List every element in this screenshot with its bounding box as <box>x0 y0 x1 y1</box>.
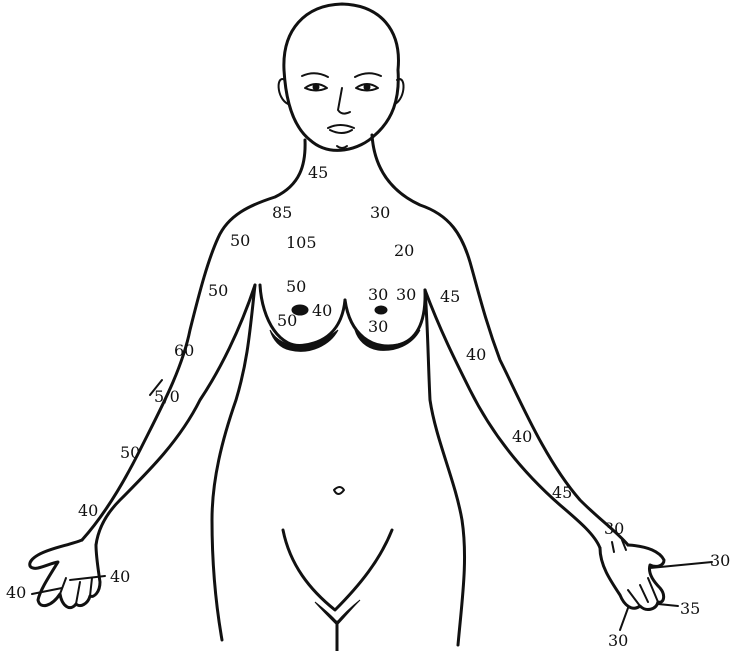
label-hand-right-side: 30 <box>710 551 730 570</box>
label-breast-right-a: 30 <box>368 285 388 304</box>
label-shoulder-right: 45 <box>440 287 460 306</box>
label-wrist-right: 45 <box>552 483 572 502</box>
left-brow <box>302 73 328 77</box>
label-arm-left-5-0: 5/0 <box>154 387 180 406</box>
left-pupil <box>313 84 319 90</box>
label-neck-right: 30 <box>370 203 390 222</box>
left-neck-shoulder <box>82 140 305 540</box>
label-arm-left-60: 60 <box>174 341 194 360</box>
label-chest-left: 105 <box>286 233 317 252</box>
label-wrist-left: 40 <box>78 501 98 520</box>
label-chin: 45 <box>308 163 328 182</box>
nose <box>338 88 350 114</box>
right-nipple <box>375 306 387 314</box>
chin-mark <box>337 146 347 148</box>
right-torso-side <box>425 290 465 645</box>
right-brow <box>355 73 381 77</box>
leader-right-bottom <box>620 608 628 630</box>
label-finger-right-30: 30 <box>608 631 628 650</box>
left-hand <box>30 540 100 608</box>
label-breast-right-b: 30 <box>396 285 416 304</box>
right-hand <box>600 545 664 609</box>
head-outline <box>284 4 399 150</box>
navel <box>334 487 344 494</box>
label-breast-left-top: 50 <box>286 277 306 296</box>
label-neck-left: 85 <box>272 203 292 222</box>
left-breast-shade <box>270 330 338 351</box>
label-upper-arm-left: 50 <box>208 281 228 300</box>
leader-right-35 <box>658 604 678 606</box>
pubic-contour <box>283 530 392 610</box>
label-nipple-left-outer: 50 <box>277 311 297 330</box>
label-nipple-left-inner: 40 <box>312 301 332 320</box>
label-forearm-left: 50 <box>120 443 140 462</box>
label-hand-left-out: 40 <box>6 583 26 602</box>
label-nipple-right-bottom: 30 <box>368 317 388 336</box>
label-upper-arm-right: 40 <box>466 345 486 364</box>
right-pupil <box>364 84 370 90</box>
right-arm-inner <box>425 290 600 548</box>
label-finger-right-35: 35 <box>680 599 700 618</box>
label-forearm-right: 40 <box>512 427 532 446</box>
label-chest-right: 20 <box>394 241 414 260</box>
label-shoulder-left: 50 <box>230 231 250 250</box>
mouth <box>328 125 354 133</box>
label-hand-left-in: 40 <box>110 567 130 586</box>
label-hand-right-back: 30 <box>604 519 624 538</box>
